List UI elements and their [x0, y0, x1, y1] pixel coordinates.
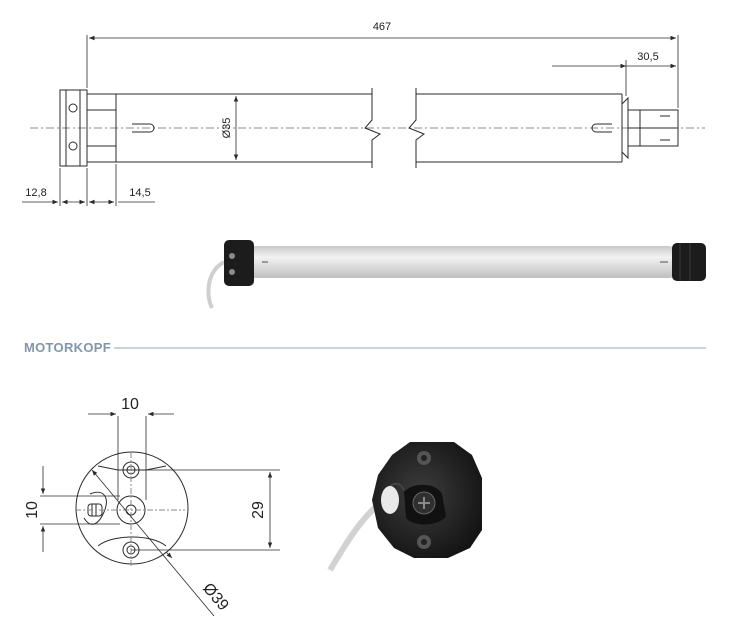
- head-front-view: [40, 411, 280, 617]
- head-photo-front: [327, 442, 482, 572]
- dim-head-height-right: 29: [250, 501, 267, 519]
- dim-ring-length: 14,5: [129, 187, 150, 199]
- head-photo: [224, 240, 254, 286]
- dim-diameter: Ø35: [221, 118, 233, 139]
- dim-head-height-left: 10: [24, 501, 41, 519]
- section-title: MOTORKOPF: [24, 340, 111, 355]
- tube-photo: [250, 246, 675, 278]
- side-view: [22, 35, 705, 206]
- motor-photo: [206, 240, 706, 309]
- tube-left: [116, 93, 372, 163]
- dim-head-diameter: Ø39: [199, 580, 232, 614]
- tube-right: [416, 93, 622, 163]
- head-outline: [75, 451, 189, 565]
- dim-head-width: 10: [121, 396, 139, 413]
- endcap-photo: [672, 243, 706, 281]
- dim-total-length: 467: [373, 21, 391, 33]
- dim-end-length: 30,5: [637, 51, 658, 63]
- dim-head-length: 12,8: [25, 187, 46, 199]
- drive-ring: [86, 93, 117, 163]
